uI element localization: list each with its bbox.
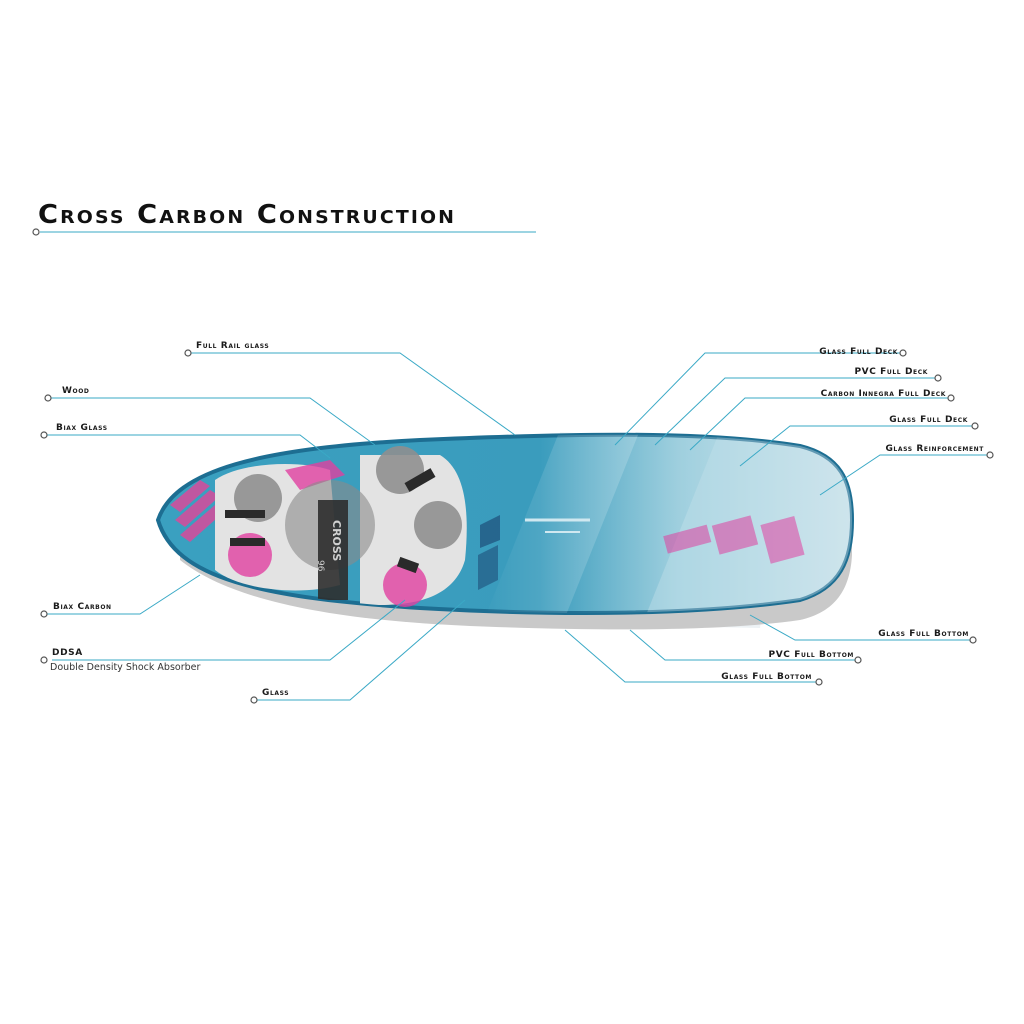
label-wood: Wood [62,386,90,396]
leader-lines [45,352,988,701]
label-glass-full-bottom-1: Glass Full Bottom [878,629,969,639]
tail-logo [663,515,805,564]
label-pvc-full-deck: PVC Full Deck [854,367,928,377]
label-biax-glass: Biax Glass [56,423,108,433]
label-pvc-full-bottom: PVC Full Bottom [768,650,854,660]
diagram-title: Cross Carbon Construction [38,200,457,230]
label-glass-full-deck-2: Glass Full Deck [889,415,968,425]
label-glass-full-bottom-2: Glass Full Bottom [721,672,812,682]
board-size-text: 96 [315,560,325,572]
callout-dots [40,349,994,704]
label-glass: Glass [262,688,290,698]
label-biax-carbon: Biax Carbon [53,602,112,612]
center-plate [318,500,348,600]
label-glass-reinforcement: Glass Reinforcement [885,444,984,454]
board-model-text: CROSS [330,520,343,561]
label-glass-full-deck-1: Glass Full Deck [819,347,898,357]
label-carbon-innegra-full-deck: Carbon Innegra Full Deck [820,389,946,399]
label-ddsa: DDSA [52,648,83,658]
rear-deck-pad [360,455,467,605]
label-ddsa-sublabel: Double Density Shock Absorber [50,662,201,673]
label-full-rail-glass: Full Rail glass [196,341,270,351]
nose-stripes [170,480,225,542]
title-dot [32,228,40,236]
